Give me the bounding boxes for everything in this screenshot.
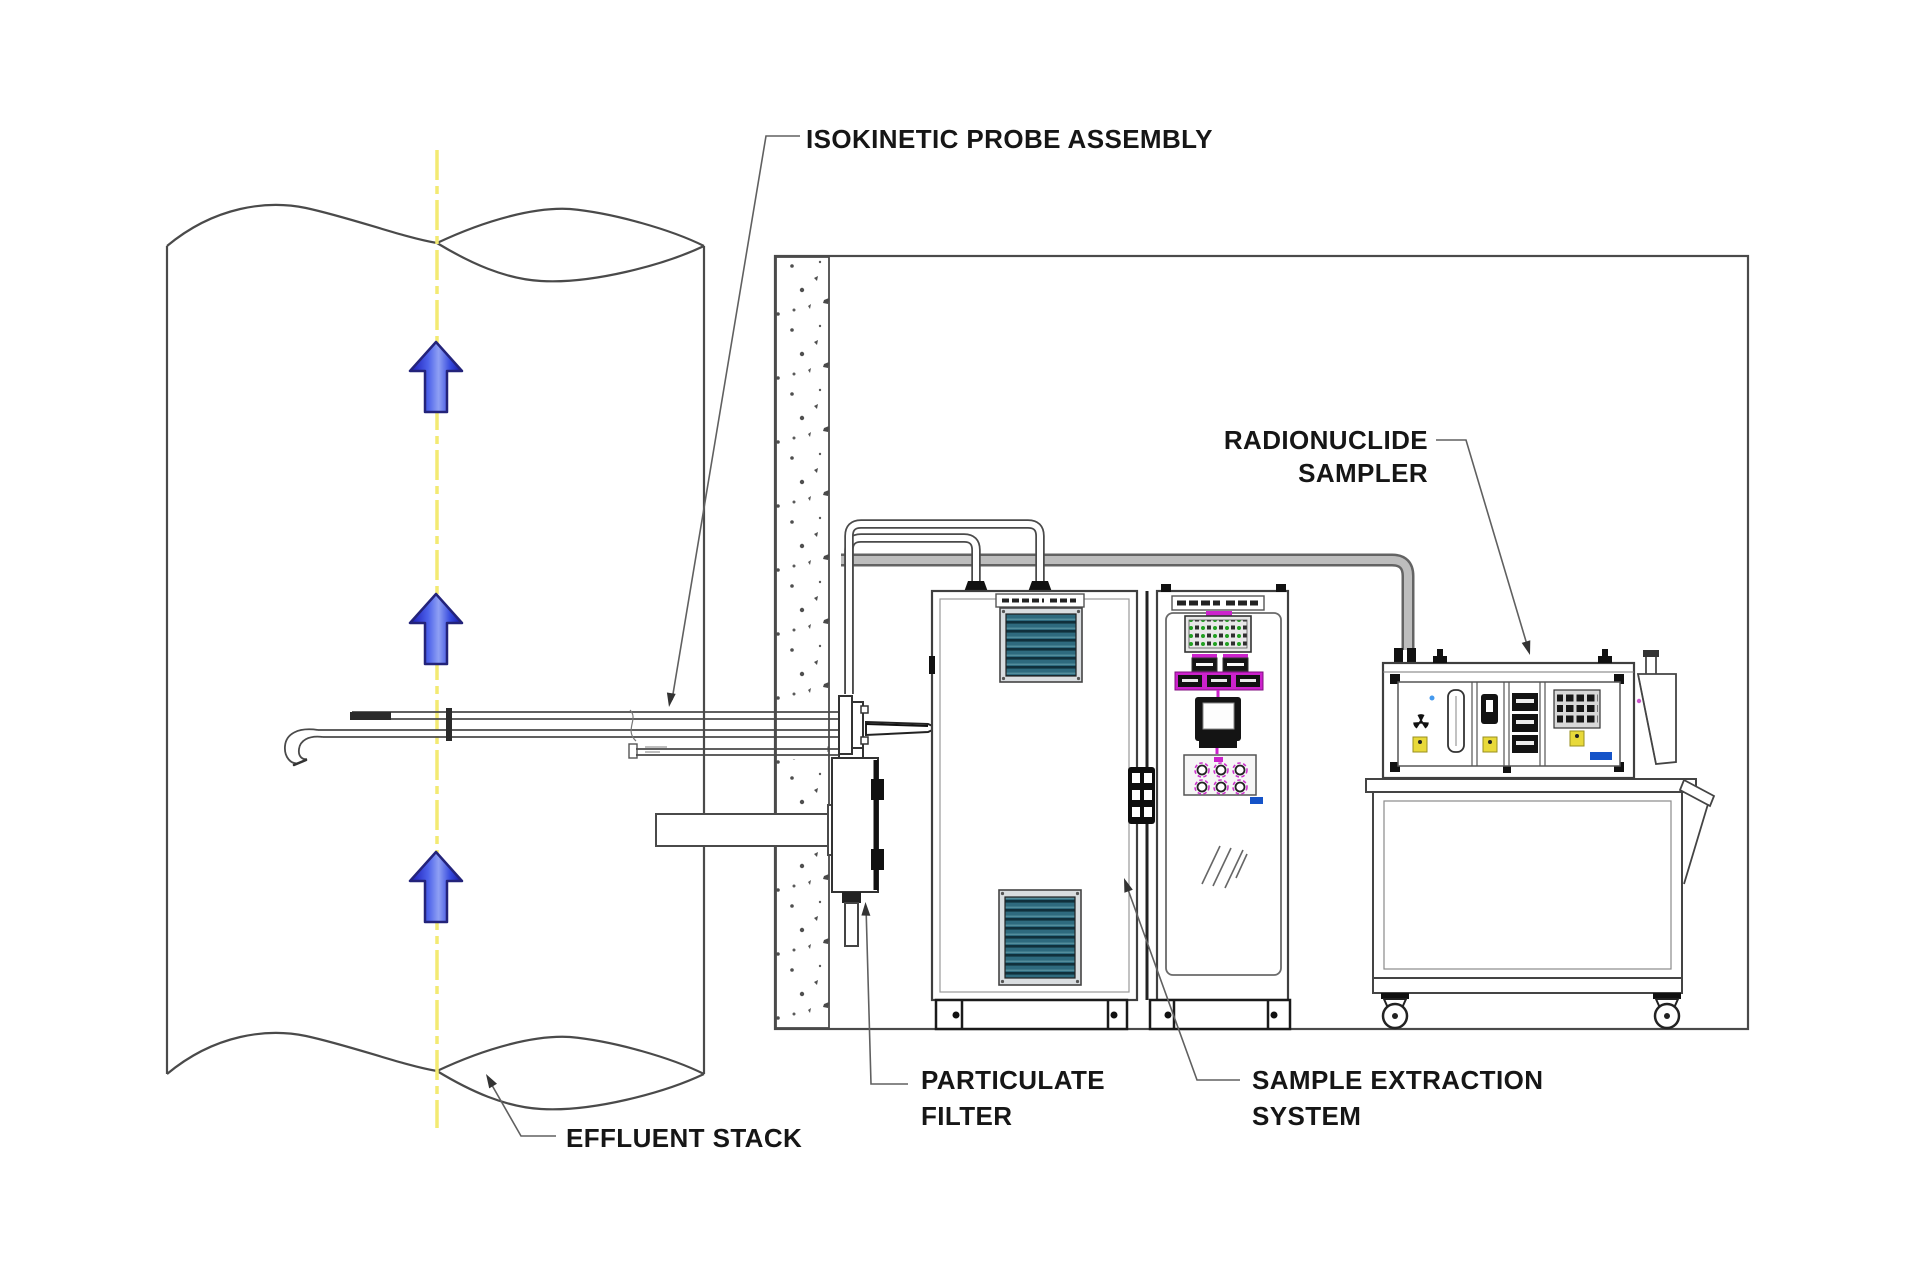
sampler-cart: [1365, 778, 1716, 1030]
label-particulate-line1: PARTICULATE: [921, 1065, 1105, 1095]
knob-panel: [1183, 754, 1257, 796]
sampler-side-attachment: [1636, 650, 1677, 765]
control-panel: [1174, 611, 1264, 804]
concrete-wall: [775, 256, 830, 1029]
leader-radionuclide-sampler: [1436, 439, 1531, 655]
label-effluent-stack: EFFLUENT STACK: [566, 1123, 803, 1153]
particulate-filter-unit: [831, 746, 884, 947]
equipment-tag: [1250, 797, 1263, 804]
caster-wheel: [1653, 993, 1681, 1030]
radiation-symbol-icon: [1413, 714, 1429, 729]
crt-screen: [1195, 697, 1241, 754]
radionuclide-sampler-unit: [1381, 649, 1677, 780]
cart-side-shelf: [1678, 778, 1716, 885]
label-particulate-filter: PARTICULATE FILTER: [921, 1062, 1105, 1134]
flow-arrow-icon: [408, 592, 464, 666]
filter-latch-clip: [871, 849, 884, 870]
leader-particulate-filter: [861, 902, 908, 1085]
flow-arrow-icon: [408, 340, 464, 414]
label-isokinetic-probe-assembly: ISOKINETIC PROBE ASSEMBLY: [806, 124, 1213, 154]
glass-reflection: [1201, 845, 1248, 889]
leader-isokinetic-probe: [666, 135, 800, 707]
effluent-stack: [165, 203, 706, 1111]
cabinet-base-plinth: [1148, 998, 1292, 1031]
sample-extraction-cabinet-left: [929, 589, 1139, 1031]
filter-latch-clip: [871, 779, 884, 800]
sample-extraction-cabinet-right: [1148, 584, 1292, 1031]
label-radionuclide-line2: SAMPLER: [1298, 458, 1428, 488]
radiation-label: [1412, 730, 1585, 753]
caster-wheel: [1381, 993, 1409, 1030]
door-hinge: [1128, 591, 1155, 1000]
flow-arrow-icon: [408, 850, 464, 924]
leader-sample-extraction: [1124, 878, 1240, 1081]
flow-arrows: [408, 340, 464, 924]
label-sample-extraction-system: SAMPLE EXTRACTION SYSTEM: [1252, 1062, 1543, 1134]
label-sample-extraction-line2: SYSTEM: [1252, 1101, 1362, 1131]
label-radionuclide-line1: RADIONUCLIDE: [1223, 425, 1428, 455]
cabinet-louver-top: [999, 607, 1083, 683]
label-sample-extraction-line1: SAMPLE EXTRACTION: [1252, 1065, 1544, 1095]
cabinet-pipe-fitting: [1028, 581, 1052, 592]
probe-flange: [838, 695, 940, 755]
filter-holder-modules: [1512, 693, 1538, 753]
equipment-tag: [1590, 752, 1612, 760]
control-knob: [1194, 762, 1248, 795]
probe-nozzle: [284, 728, 324, 767]
display-row: [1174, 671, 1264, 691]
digital-display: [1191, 654, 1249, 672]
label-radionuclide-sampler: RADIONUCLIDE SAMPLER: [1028, 424, 1428, 490]
sampler-top-fittings: [1433, 649, 1612, 663]
pump-return-pipe: [841, 553, 1416, 666]
label-particulate-line2: FILTER: [921, 1101, 1013, 1131]
status-light-panel: [1184, 615, 1252, 653]
leader-lines: [486, 135, 1531, 1137]
cabinet-louver-bottom: [998, 889, 1082, 986]
cabinet-pipe-fitting: [964, 581, 988, 592]
filter-drain-tube: [844, 902, 859, 947]
cabinet-nameplate: [1171, 595, 1265, 611]
sample-tubing-pipes: [844, 519, 1052, 694]
isokinetic-probe: [284, 708, 839, 767]
cabinet-base-plinth: [934, 998, 1129, 1031]
leader-effluent-stack: [486, 1074, 556, 1137]
